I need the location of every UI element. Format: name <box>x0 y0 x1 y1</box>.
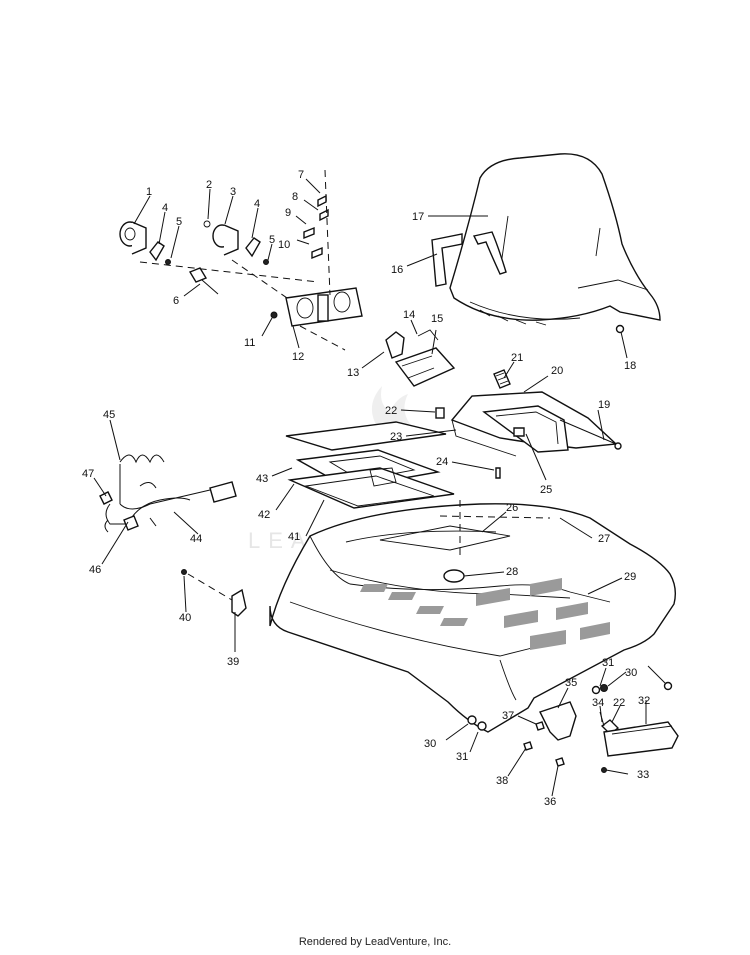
callout-19: 19 <box>598 399 610 411</box>
callout-6: 6 <box>173 295 179 307</box>
leader-lines <box>93 178 647 797</box>
callout-5b: 5 <box>269 234 275 246</box>
callout-27: 27 <box>598 533 610 545</box>
callout-25: 25 <box>540 484 552 496</box>
callout-43: 43 <box>256 473 268 485</box>
callout-12: 12 <box>292 351 304 363</box>
callout-3: 3 <box>230 186 236 198</box>
callout-1: 1 <box>146 186 152 198</box>
callout-9: 9 <box>285 207 291 219</box>
callout-44: 44 <box>190 533 202 545</box>
callout-40: 40 <box>179 612 191 624</box>
callout-24: 24 <box>436 456 448 468</box>
hood-part <box>269 500 677 733</box>
callout-8: 8 <box>292 191 298 203</box>
callout-37: 37 <box>502 710 514 722</box>
callout-38: 38 <box>496 775 508 787</box>
callout-29: 29 <box>624 571 636 583</box>
callout-35: 35 <box>565 677 577 689</box>
callout-5: 5 <box>176 216 182 228</box>
headlight-part <box>385 329 456 387</box>
callout-14: 14 <box>403 309 415 321</box>
callout-26: 26 <box>506 502 518 514</box>
gauge-assembly <box>119 169 363 351</box>
callout-42: 42 <box>258 509 270 521</box>
hood-hardware <box>181 569 679 773</box>
callout-4b: 4 <box>254 198 260 210</box>
callout-22: 22 <box>385 405 397 417</box>
callout-18: 18 <box>624 360 636 372</box>
callout-28: 28 <box>506 566 518 578</box>
callout-16: 16 <box>391 264 403 276</box>
callout-32: 32 <box>638 695 650 707</box>
callout-41: 41 <box>288 531 300 543</box>
callout-2: 2 <box>206 179 212 191</box>
callout-33: 33 <box>637 769 649 781</box>
callout-47: 47 <box>82 468 94 480</box>
callout-11: 11 <box>244 337 255 349</box>
callout-22b: 22 <box>613 697 625 709</box>
callout-31b: 31 <box>602 657 614 669</box>
callout-36: 36 <box>544 796 556 808</box>
wiring-harness <box>99 454 237 533</box>
callout-20: 20 <box>551 365 563 377</box>
callout-7: 7 <box>298 169 304 181</box>
callout-39: 39 <box>227 656 239 668</box>
callout-23: 23 <box>390 431 402 443</box>
callout-13: 13 <box>347 367 359 379</box>
footer-credit: Rendered by LeadVenture, Inc. <box>298 936 452 948</box>
callout-31: 31 <box>456 751 468 763</box>
callout-15: 15 <box>431 313 443 325</box>
windshield-part <box>431 153 661 334</box>
insulation-pads <box>285 421 455 509</box>
callout-4: 4 <box>162 202 168 214</box>
callout-30b: 30 <box>625 667 637 679</box>
callout-17: 17 <box>412 211 424 223</box>
callout-numbers: 1 2 3 4 4 5 5 6 7 8 9 10 11 12 13 14 15 … <box>82 169 650 808</box>
callout-46: 46 <box>89 564 101 576</box>
callout-34: 34 <box>592 697 604 709</box>
hood-scoop-part <box>435 369 622 479</box>
callout-10: 10 <box>278 239 290 251</box>
callout-30: 30 <box>424 738 436 750</box>
callout-21: 21 <box>511 352 523 364</box>
callout-45: 45 <box>103 409 115 421</box>
